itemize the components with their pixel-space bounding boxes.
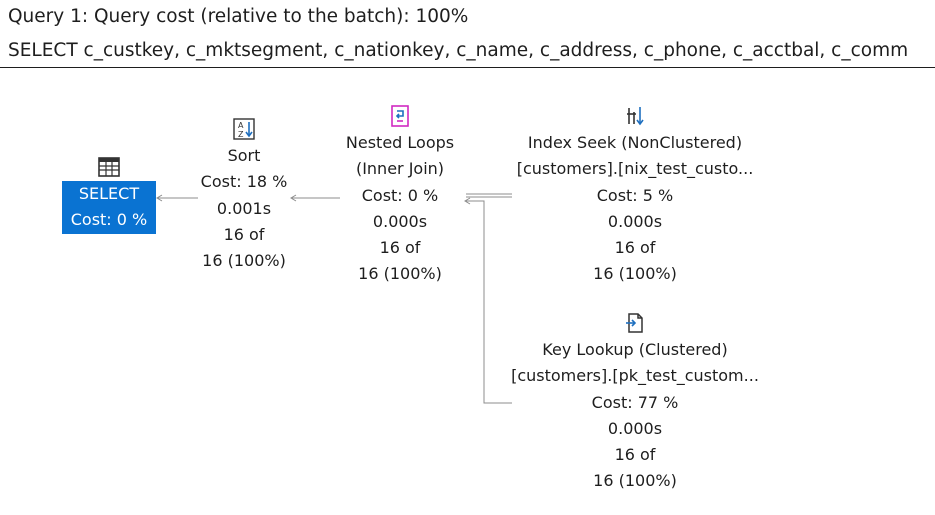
key-lookup-time: 0.000s [607, 418, 663, 438]
index-seek-cost: Cost: 5 % [596, 185, 674, 205]
sort-az-icon: A Z [233, 118, 255, 140]
sort-cost: Cost: 18 % [200, 172, 288, 192]
plan-node-nested-loops[interactable]: Nested Loops (Inner Join) Cost: 0 % 0.00… [336, 104, 464, 288]
index-seek-icon [627, 107, 644, 126]
key-lookup-title: Key Lookup (Clustered) [542, 340, 728, 359]
connector-sort-select [156, 194, 198, 202]
query-header: Query 1: Query cost (relative to the bat… [0, 0, 935, 68]
query-sql-text[interactable]: SELECT c_custkey, c_mktsegment, c_nation… [8, 40, 909, 61]
sort-title: Sort [227, 146, 261, 165]
plan-node-key-lookup[interactable]: Key Lookup (Clustered) [customers].[pk_t… [508, 311, 762, 495]
index-seek-title: Index Seek (NonClustered) [527, 133, 743, 152]
nested-loops-subtitle: (Inner Join) [355, 159, 445, 179]
nested-loops-title: Nested Loops [345, 133, 455, 152]
key-lookup-rows-pct: 16 (100%) [593, 471, 677, 491]
key-lookup-rows: 16 of [614, 445, 656, 465]
svg-text:A: A [238, 121, 244, 130]
table-icon [98, 157, 120, 177]
nested-loops-time: 0.000s [372, 211, 428, 231]
sort-rows-pct: 16 (100%) [202, 251, 286, 271]
nested-loops-icon [391, 105, 409, 127]
key-lookup-object: [customers].[pk_test_custom... [511, 366, 759, 386]
connector-lookup-nl [464, 197, 512, 404]
connector-nl-sort [290, 194, 340, 202]
nested-loops-rows: 16 of [379, 238, 421, 258]
connector-seek-nl [466, 193, 512, 198]
index-seek-time: 0.000s [607, 211, 663, 231]
nested-loops-cost: Cost: 0 % [361, 185, 439, 205]
svg-text:Z: Z [238, 130, 244, 139]
query-cost-label: Query 1: Query cost (relative to the bat… [8, 6, 469, 27]
index-seek-rows-pct: 16 (100%) [593, 264, 677, 284]
select-title: SELECT [78, 184, 140, 203]
nested-loops-rows-pct: 16 (100%) [358, 264, 442, 284]
plan-node-sort[interactable]: A Z Sort Cost: 18 % 0.001s 16 of 16 (100… [192, 117, 296, 274]
select-node-label: SELECT Cost: 0 % [62, 181, 156, 234]
plan-node-index-seek[interactable]: Index Seek (NonClustered) [customers].[n… [508, 104, 762, 288]
key-lookup-icon [626, 313, 643, 333]
sort-rows: 16 of [223, 224, 265, 244]
index-seek-object: [customers].[nix_test_custo... [516, 159, 754, 179]
header-divider [0, 67, 935, 68]
index-seek-rows: 16 of [614, 238, 656, 258]
sort-time: 0.001s [216, 198, 272, 218]
plan-node-select[interactable]: SELECT Cost: 0 % [62, 155, 156, 234]
select-cost: Cost: 0 % [70, 210, 148, 230]
key-lookup-cost: Cost: 77 % [591, 392, 679, 412]
